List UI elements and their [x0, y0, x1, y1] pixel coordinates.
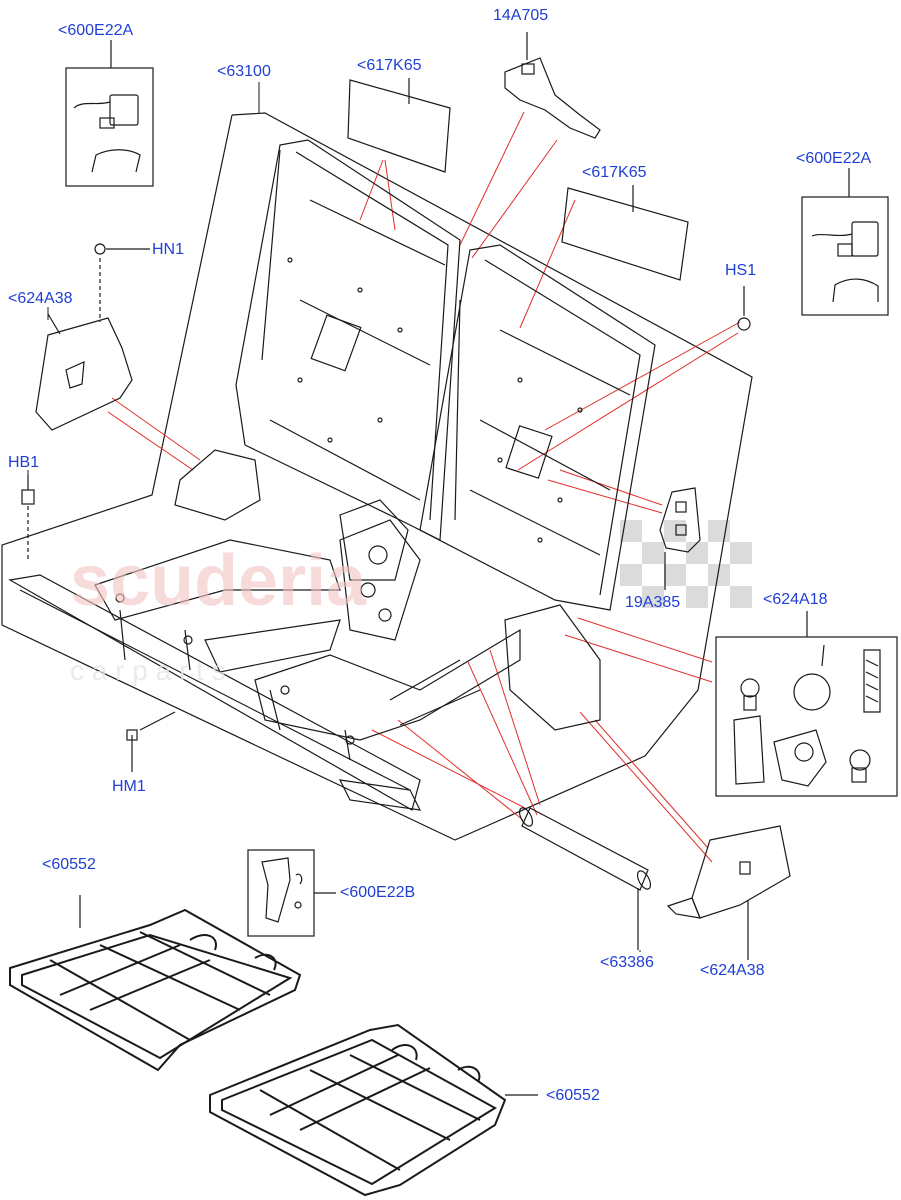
seat-wire-frame-60552-bottom: [209, 1023, 538, 1197]
callout-60552-bottom[interactable]: <60552: [546, 1087, 600, 1104]
checkered-flag-watermark: [620, 520, 752, 608]
pad-617k65-top: [347, 78, 451, 173]
bracket-624a38-right: [666, 825, 791, 960]
inset-box-624a18: [715, 611, 898, 797]
callout-hn1[interactable]: HN1: [152, 241, 185, 258]
inset-box-600e22a-top: [65, 40, 154, 187]
bolt-hs1: [737, 286, 751, 331]
callout-14a705[interactable]: 14A705: [493, 7, 549, 24]
label-connectors: [27, 82, 641, 952]
callout-617k65-right[interactable]: <617K65: [582, 164, 647, 181]
bolt-hm1: [126, 711, 176, 772]
callout-600e22a-top[interactable]: <600E22A: [58, 22, 134, 39]
callout-19a385[interactable]: 19A385: [625, 594, 681, 611]
pad-617k65-right: [561, 185, 689, 281]
callout-63100[interactable]: <63100: [217, 63, 271, 80]
callout-617k65-top[interactable]: <617K65: [357, 57, 422, 74]
callout-624a38-right[interactable]: <624A38: [700, 962, 765, 979]
callout-624a38-left[interactable]: <624A38: [8, 290, 73, 307]
right-backrest-frame: [419, 244, 656, 731]
inset-box-600e22b: [247, 849, 336, 937]
bracket-624a38-left: [35, 243, 150, 431]
bolt-hb1: [21, 475, 35, 560]
inset-box-600e22a-right: [801, 168, 889, 316]
watermark-text: scuderia: [70, 541, 367, 621]
leader-lines: [107, 111, 741, 863]
tube-63386: [518, 807, 652, 950]
left-backrest-frame: [174, 139, 461, 581]
assembly-outline: [1, 112, 753, 841]
center-hinge: [339, 519, 421, 641]
seat-wire-frame-60552-top: [9, 895, 302, 1072]
plate-19a385: [659, 487, 701, 590]
callout-600e22a-right[interactable]: <600E22A: [796, 150, 872, 167]
callout-600e22b[interactable]: <600E22B: [340, 884, 416, 901]
callout-hm1[interactable]: HM1: [112, 778, 146, 795]
callout-hb1[interactable]: HB1: [8, 454, 40, 471]
bracket-14a705: [504, 32, 601, 139]
watermark-subtext: c a r p a r t s: [70, 655, 226, 686]
seat-base-frame: [8, 539, 521, 811]
callout-60552-top[interactable]: <60552: [42, 856, 96, 873]
callout-624a18[interactable]: <624A18: [763, 591, 828, 608]
callout-hs1[interactable]: HS1: [725, 262, 757, 279]
callout-63386[interactable]: <63386: [600, 954, 654, 971]
